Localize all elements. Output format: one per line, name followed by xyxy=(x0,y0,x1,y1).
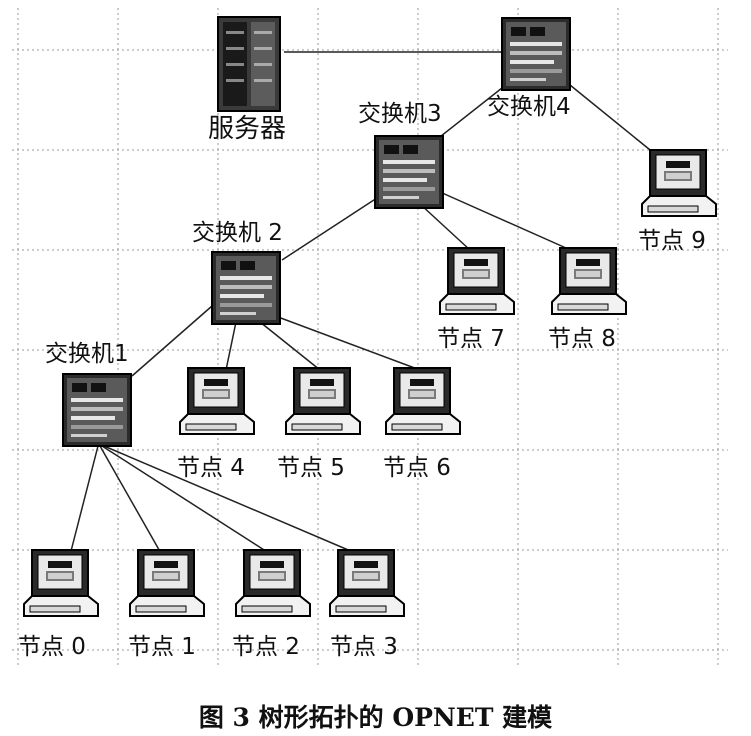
switch1-label: 交换机1 xyxy=(45,341,129,367)
node4-icon xyxy=(179,367,255,435)
link-switch2-switch1 xyxy=(131,305,213,377)
node1-icon xyxy=(129,549,205,617)
node7-label: 节点 7 xyxy=(437,326,505,352)
link-switch4-switch3 xyxy=(435,87,503,141)
link-switch2-node6 xyxy=(269,313,421,371)
node2-icon xyxy=(235,549,311,617)
switch3-icon xyxy=(374,135,444,209)
node6-label: 节点 6 xyxy=(383,455,451,481)
link-switch2-node4 xyxy=(225,321,237,371)
switch2-label: 交换机 2 xyxy=(192,220,283,246)
link-switch3-node8 xyxy=(439,191,576,253)
server-icon xyxy=(217,16,281,112)
switch4-label: 交换机4 xyxy=(487,94,571,120)
node0-icon xyxy=(23,549,99,617)
link-switch2-node5 xyxy=(259,321,321,371)
link-switch1-node3 xyxy=(103,445,361,556)
node5-icon xyxy=(285,367,361,435)
switch3-label: 交换机3 xyxy=(358,101,442,127)
node3-icon xyxy=(329,549,405,617)
node3-label: 节点 3 xyxy=(330,634,398,660)
node8-icon xyxy=(551,247,627,315)
link-switch1-node0 xyxy=(69,445,99,556)
switch2-icon xyxy=(211,251,281,325)
network-topology-diagram xyxy=(12,8,728,668)
link-switch1-node1 xyxy=(99,445,163,556)
server-label: 服务器 xyxy=(208,114,287,144)
node7-icon xyxy=(439,247,515,315)
node4-label: 节点 4 xyxy=(177,455,245,481)
link-switch1-node2 xyxy=(101,445,273,556)
link-switch3-node7 xyxy=(419,203,471,251)
node8-label: 节点 8 xyxy=(548,326,616,352)
node9-icon xyxy=(641,149,717,217)
node5-label: 节点 5 xyxy=(277,455,345,481)
link-switch3-switch2 xyxy=(281,195,381,261)
node1-label: 节点 1 xyxy=(128,634,196,660)
link-switch4-node9 xyxy=(569,84,661,159)
node9-label: 节点 9 xyxy=(638,228,706,254)
figure-caption: 图 3 树形拓扑的 OPNET 建模 xyxy=(198,703,553,732)
node0-label: 节点 0 xyxy=(18,634,86,660)
switch1-icon xyxy=(62,373,132,447)
node2-label: 节点 2 xyxy=(232,634,300,660)
node6-icon xyxy=(385,367,461,435)
network-links xyxy=(69,51,661,556)
switch4-icon xyxy=(501,17,571,91)
